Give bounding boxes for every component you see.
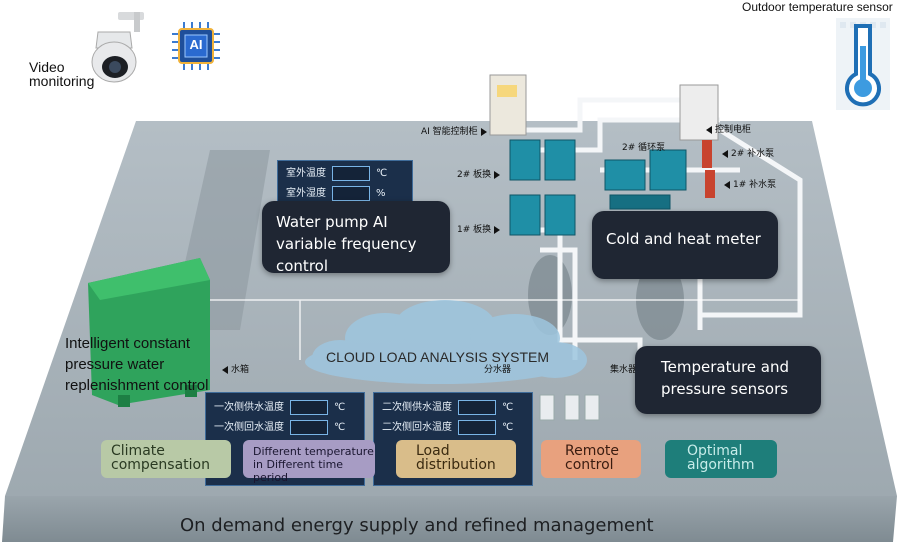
primary-supply-value xyxy=(290,399,328,415)
ai-chip-text: AI xyxy=(189,37,203,52)
water-pump-ai-box: Water pump AI variable frequency control xyxy=(262,201,450,275)
arrow-right-icon xyxy=(494,225,501,234)
tag-circulation-pump-text: 2# 循环泵 xyxy=(622,143,666,153)
cold-heat-meter-text: Cold and heat meter xyxy=(606,230,761,248)
different-temperature-pill: Different temperature in Different time … xyxy=(243,440,375,484)
tag-circulation-pump: 2# 循环泵 xyxy=(622,140,665,153)
optimal-algorithm-pill: Optimal algorithm xyxy=(665,440,777,478)
tag-water-tank: 水箱 xyxy=(222,362,249,375)
tag-water-collector: 集水器 xyxy=(610,362,637,375)
outdoor-temp-unit: ℃ xyxy=(376,168,388,179)
remote-control-pill: Remote control xyxy=(541,440,641,478)
tag-control-cabinet-text: 控制电柜 xyxy=(715,125,752,135)
arrow-left-icon xyxy=(706,125,712,134)
remote-line1: Remote xyxy=(565,443,620,459)
circulation-pumps xyxy=(604,149,687,210)
arrow-left-icon xyxy=(722,149,728,158)
secondary-return-value xyxy=(458,419,496,435)
ai-chip-icon xyxy=(172,22,220,70)
primary-supply-row: 一次侧供水温度 ℃ xyxy=(214,399,345,417)
pipe-thin-lines xyxy=(140,299,800,360)
collectors xyxy=(539,394,600,421)
optimal-line1: Optimal xyxy=(687,443,743,459)
temp-pressure-text: Temperature and pressure sensors xyxy=(661,358,790,398)
optimal-line2: algorithm xyxy=(687,457,755,473)
tag-plate-hx-2: 2# 板换 xyxy=(457,167,501,180)
footer-caption: On demand energy supply and refined mana… xyxy=(180,515,654,536)
secondary-supply-value xyxy=(458,399,496,415)
tag-water-divider-text: 分水器 xyxy=(484,365,512,375)
secondary-supply-row: 二次侧供水温度 ℃ xyxy=(382,399,513,417)
outdoor-temp-row: 室外温度 ℃ xyxy=(286,165,387,183)
outdoor-humidity-unit: % xyxy=(376,188,386,199)
tag-makeup-pump-2: 2# 补水泵 xyxy=(722,146,774,159)
tag-plate-hx-2-text: 2# 板换 xyxy=(457,170,492,180)
primary-return-value xyxy=(290,419,328,435)
tag-control-cabinet: 控制电柜 xyxy=(706,122,751,135)
cloud-shape xyxy=(305,300,587,384)
outdoor-humidity-label: 室外湿度 xyxy=(286,188,326,199)
secondary-return-row: 二次侧回水温度 ℃ xyxy=(382,419,513,437)
tag-makeup-pump-1-text: 1# 补水泵 xyxy=(733,180,777,190)
secondary-supply-unit: ℃ xyxy=(502,402,514,413)
constant-pressure-label: Intelligent constant pressure water repl… xyxy=(65,335,209,394)
different-line1: Different temperature xyxy=(253,445,374,458)
outdoor-data-panel: 室外温度 ℃ 室外湿度% xyxy=(277,160,413,206)
arrow-right-icon xyxy=(480,127,487,136)
heat-exchangers xyxy=(509,139,576,236)
arrow-right-icon xyxy=(494,170,501,179)
secondary-supply-label: 二次侧供水温度 xyxy=(382,402,452,413)
platform-side xyxy=(2,496,897,542)
video-monitoring-label: Video monitoring xyxy=(29,60,94,88)
camera-icon xyxy=(91,12,144,83)
primary-supply-unit: ℃ xyxy=(334,402,346,413)
tag-makeup-pump-2-text: 2# 补水泵 xyxy=(731,149,775,159)
load-line1: Load xyxy=(416,443,450,459)
video-monitoring-line1: Video xyxy=(29,59,65,75)
tag-ai-cabinet-text: AI 智能控制柜 xyxy=(421,127,478,137)
tag-makeup-pump-1: 1# 补水泵 xyxy=(724,177,776,190)
outdoor-temp-label: 室外温度 xyxy=(286,168,326,179)
climate-line2: compensation xyxy=(111,457,210,473)
tag-ai-cabinet: AI 智能控制柜 xyxy=(421,124,487,137)
remote-line2: control xyxy=(565,457,614,473)
tag-plate-hx-1-text: 1# 板换 xyxy=(457,225,492,235)
tag-water-divider: 分水器 xyxy=(484,362,511,375)
outdoor-temp-value xyxy=(332,165,370,181)
tag-water-collector-text: 集水器 xyxy=(610,365,638,375)
secondary-return-unit: ℃ xyxy=(502,422,514,433)
primary-supply-label: 一次侧供水温度 xyxy=(214,402,284,413)
different-line2: in Different time period xyxy=(253,458,344,484)
outdoor-sensor-label: Outdoor temperature sensor xyxy=(742,0,893,14)
climate-compensation-pill: Climate compensation xyxy=(101,440,231,478)
tag-plate-hx-1: 1# 板换 xyxy=(457,222,501,235)
outdoor-humidity-value xyxy=(332,185,370,201)
outdoor-humidity-row: 室外湿度% xyxy=(286,185,386,203)
secondary-return-label: 二次侧回水温度 xyxy=(382,422,452,433)
primary-return-row: 一次侧回水温度 ℃ xyxy=(214,419,345,437)
video-monitoring-line2: monitoring xyxy=(29,73,95,89)
temp-pressure-box: Temperature and pressure sensors xyxy=(635,346,821,414)
water-tank xyxy=(88,258,210,407)
makeup-pumps xyxy=(702,140,715,198)
thermometer-icon xyxy=(836,18,890,110)
arrow-left-icon xyxy=(724,180,730,189)
water-pump-ai-text: Water pump AI variable frequency control xyxy=(276,213,417,275)
load-line2: distribution xyxy=(416,457,496,473)
arrow-left-icon xyxy=(222,365,228,374)
ai-cabinet xyxy=(489,74,527,136)
primary-return-label: 一次侧回水温度 xyxy=(214,422,284,433)
load-distribution-pill: Load distribution xyxy=(396,440,516,478)
cloud-system-label: CLOUD LOAD ANALYSIS SYSTEM xyxy=(326,349,550,365)
climate-line1: Climate xyxy=(111,443,165,459)
primary-return-unit: ℃ xyxy=(334,422,346,433)
cold-heat-meter-box: Cold and heat meter xyxy=(592,211,778,279)
tag-water-tank-text: 水箱 xyxy=(231,365,250,375)
